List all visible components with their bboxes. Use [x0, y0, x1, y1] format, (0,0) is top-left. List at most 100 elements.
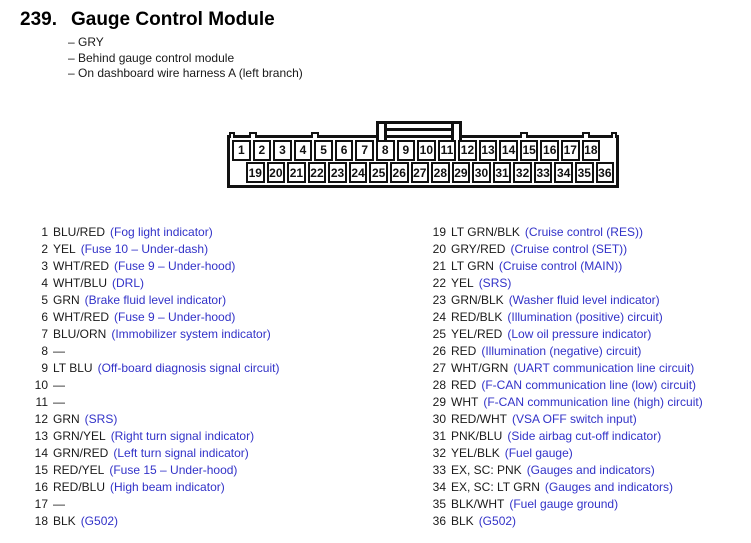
pin-wire-color: WHT — [451, 395, 479, 409]
pin-wire-color: BLU/ORN — [53, 327, 107, 341]
pin-description: (Low oil pressure indicator) — [507, 327, 652, 341]
pin-wire-color: LT GRN/BLK — [451, 225, 520, 239]
connector-pin-29: 29 — [451, 162, 471, 184]
pin-number: 12 — [34, 412, 48, 426]
pin-description: (Cruise control (SET)) — [510, 242, 628, 256]
pin-description: (Off-board diagnosis signal circuit) — [97, 361, 280, 375]
connector-pin-13: 13 — [478, 139, 498, 161]
pin-number: 25 — [432, 327, 446, 341]
pin-number: 22 — [432, 276, 446, 290]
pin-description: (Cruise control (MAIN)) — [498, 259, 623, 273]
pin-number: 13 — [34, 429, 48, 443]
pin-description: (Fuse 15 – Under-hood) — [109, 463, 238, 477]
pin-number: 16 — [34, 480, 48, 494]
pin-number: 18 — [34, 514, 48, 528]
connector-pin-9: 9 — [396, 139, 416, 161]
pin-wire-color: WHT/GRN — [451, 361, 509, 375]
pin-description: (Illumination (negative) circuit) — [481, 344, 642, 358]
pin-description: (Fuse 10 – Under-dash) — [80, 242, 209, 256]
pin-number: 35 — [432, 497, 446, 511]
pin-number: 8 — [41, 344, 48, 358]
pin-description: (F-CAN communication line (high) circuit… — [483, 395, 703, 409]
pin-wire-color: GRN/RED — [53, 446, 109, 460]
pin-description: (Left turn signal indicator) — [113, 446, 249, 460]
pin-wire-color: BLU/RED — [53, 225, 106, 239]
connector-pin-1: 1 — [232, 139, 251, 161]
pin-number: 19 — [432, 225, 446, 239]
note-line: – Behind gauge control module — [68, 50, 235, 65]
pin-description: (Brake fluid level indicator) — [84, 293, 227, 307]
pin-number: 2 — [41, 242, 48, 256]
note-line: – On dashboard wire harness A (left bran… — [68, 66, 303, 80]
connector-pin-14: 14 — [499, 139, 518, 161]
pin-description: (Illumination (positive) circuit) — [507, 310, 663, 324]
notes-list: – GRY – Behind gauge control module – On… — [68, 35, 303, 82]
connector-pin-12: 12 — [458, 139, 477, 161]
pin-description: (Fuel gauge ground) — [509, 497, 619, 511]
pin-wire-color: RED/BLK — [451, 310, 503, 324]
pin-number: 30 — [432, 412, 446, 426]
page-title: 239.Gauge Control Module — [20, 9, 275, 31]
latch-post-right — [451, 121, 462, 141]
connector-pin-27: 27 — [410, 162, 430, 184]
connector-pin-21: 21 — [287, 162, 306, 184]
pin-wire-color: GRN/BLK — [451, 293, 504, 307]
pin-description: (UART communication line circuit) — [513, 361, 695, 375]
connector-pin-17: 17 — [561, 139, 580, 161]
pin-number: 3 — [41, 259, 48, 273]
connector-pin-32: 32 — [513, 162, 532, 184]
pin-description: (F-CAN communication line (low) circuit) — [481, 378, 697, 392]
pin-number: 6 — [41, 310, 48, 324]
pin-description: (VSA OFF switch input) — [512, 412, 637, 426]
connector-pin-25: 25 — [369, 162, 388, 184]
connector-pin-33: 33 — [533, 162, 553, 184]
pin-wire-color: — — [53, 497, 65, 511]
pin-wire-color: YEL/BLK — [451, 446, 500, 460]
pin-description: (SRS) — [84, 412, 118, 426]
connector-pin-30: 30 — [472, 162, 491, 184]
connector-blank-slot — [602, 140, 614, 161]
pin-wire-color: — — [53, 378, 65, 392]
pin-description: (Gauges and indicators) — [526, 463, 655, 477]
pin-description: (Immobilizer system indicator) — [111, 327, 271, 341]
pin-description: (Fuse 9 – Under-hood) — [114, 310, 236, 324]
pin-wire-color: BLK — [53, 514, 76, 528]
connector-tab — [611, 132, 617, 138]
connector-pin-18: 18 — [581, 139, 601, 161]
note-line: – GRY — [68, 35, 104, 49]
connector-pin-34: 34 — [554, 162, 573, 184]
pin-number: 36 — [432, 514, 446, 528]
pin-wire-color: GRY/RED — [451, 242, 506, 256]
pin-description: (Cruise control (RES)) — [524, 225, 643, 239]
connector-pin-20: 20 — [266, 162, 286, 184]
section-number: 239. — [20, 9, 57, 30]
connector-pin-23: 23 — [328, 162, 347, 184]
pin-entry-18: 18 BLK (G502) — [34, 513, 279, 530]
connector-pin-24: 24 — [348, 162, 368, 184]
pin-description: (G502) — [80, 514, 119, 528]
pin-number: 32 — [432, 446, 446, 460]
pin-number: 23 — [432, 293, 446, 307]
connector-pin-19: 19 — [246, 162, 265, 184]
pin-number: 11 — [35, 395, 48, 409]
connector-tab — [520, 132, 528, 138]
pin-wire-color: GRN — [53, 293, 80, 307]
pin-wire-color: RED — [451, 344, 477, 358]
pin-wire-color: WHT/BLU — [53, 276, 107, 290]
pin-wire-color: LT BLU — [53, 361, 93, 375]
pin-wire-color: YEL — [451, 276, 474, 290]
pin-number: 34 — [432, 480, 446, 494]
